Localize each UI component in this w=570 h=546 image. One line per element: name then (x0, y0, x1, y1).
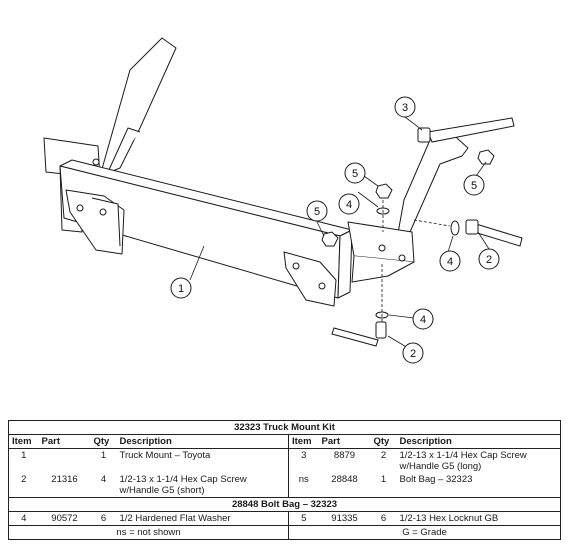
callout-1: 1 (170, 277, 192, 299)
parts-table: 32323 Truck Mount Kit Item Part Qty Desc… (8, 420, 561, 540)
kit-title: 32323 Truck Mount Kit (8, 420, 561, 435)
handle-screw-bottom (331, 321, 387, 347)
svg-text:5: 5 (471, 180, 477, 192)
header-part: Part (38, 434, 91, 449)
svg-text:4: 4 (346, 199, 352, 211)
locknut-top (375, 183, 393, 199)
callout-5-left: 5 (306, 200, 328, 222)
svg-text:5: 5 (314, 206, 320, 218)
callout-2-bottom: 2 (402, 342, 424, 364)
handle-screw-right (465, 219, 523, 247)
svg-text:4: 4 (447, 256, 453, 268)
callout-4-bottom: 4 (412, 308, 434, 330)
table-row: 2 21316 4 1/2-13 x 1-1/4 Hex Cap Screw w… (21, 473, 473, 498)
footnote-not-shown: ns = not shown (8, 525, 289, 540)
svg-text:2: 2 (486, 254, 492, 266)
exploded-assembly-diagram: 1 3 2 2 4 4 4 5 5 5 (43, 37, 523, 364)
callout-3: 3 (394, 96, 416, 118)
header-item: Item (8, 434, 39, 449)
locknut-left (321, 231, 339, 247)
left-mount-plates (65, 158, 125, 255)
washer-right (450, 220, 460, 236)
table-row: 4 90572 6 1/2 Hardened Flat Washer 5 913… (21, 511, 499, 526)
callout-5-right: 5 (463, 174, 485, 196)
header-qty: Qty (90, 434, 117, 449)
bolt-bag-title: 28848 Bolt Bag – 32323 (8, 497, 561, 512)
svg-text:4: 4 (420, 314, 426, 326)
header-part: Part (318, 434, 371, 449)
svg-text:2: 2 (410, 348, 416, 360)
svg-text:1: 1 (178, 283, 184, 295)
callout-4-top: 4 (338, 193, 360, 215)
callout-5-top: 5 (344, 162, 366, 184)
assembly-line (413, 219, 451, 227)
locknut-right (477, 149, 495, 165)
header-description: Description (396, 434, 561, 449)
callout-4-right: 4 (439, 250, 461, 272)
footnote-grade: G = Grade (288, 525, 561, 540)
long-handle-screw-top (417, 117, 515, 143)
right-mount-plates (283, 251, 337, 307)
main-crossbar-tube (59, 159, 353, 299)
table-row: 1 1 Truck Mount – Toyota 3 8879 2 1/2-13… (21, 448, 527, 473)
callout-2-right: 2 (478, 248, 500, 270)
header-description: Description (116, 434, 289, 449)
svg-text:3: 3 (402, 102, 408, 114)
header-item: Item (288, 434, 319, 449)
svg-text:5: 5 (352, 168, 358, 180)
header-qty: Qty (370, 434, 397, 449)
